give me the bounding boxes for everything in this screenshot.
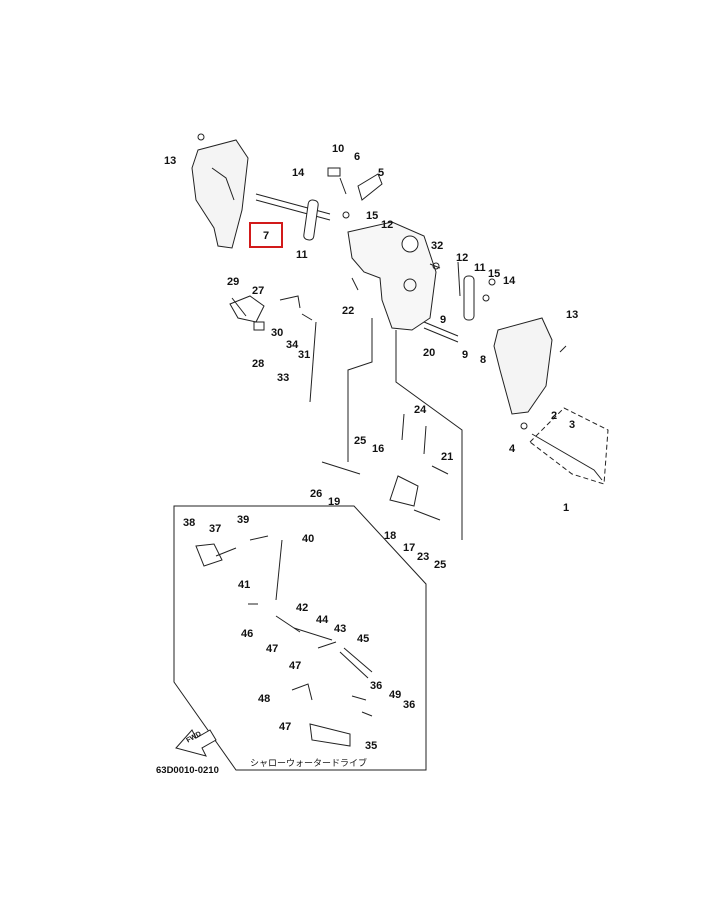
callout-label: 27 [252,285,265,297]
lower-panel-frame [173,505,427,771]
callout-label: 48 [258,693,271,705]
callout-label: 15 [488,268,501,280]
callout-label: 24 [414,404,427,416]
japanese-caption: シャローウォータードライブ [250,759,368,769]
callout-label: 25 [354,435,367,447]
callout-label: 6 [354,151,361,163]
callout-label: 42 [296,602,309,614]
callout-label: 26 [310,488,323,500]
callout-label: 16 [372,443,385,455]
diagram-code: 63D0010-0210 [156,765,219,776]
callout-label: 47 [289,660,302,672]
callout-label: 11 [296,249,308,261]
callout-label: 17 [403,542,416,554]
callout-label: 21 [441,451,454,463]
callout-label: 49 [389,689,402,701]
callout-label: 47 [266,643,279,655]
callout-label: 12 [381,219,394,231]
callout-label: 43 [334,623,347,635]
callout-label: 22 [342,305,355,317]
callout-label: 32 [431,240,444,252]
callout-label: 14 [503,275,516,287]
callout-label: 36 [370,680,383,692]
callout-label: 38 [183,517,196,529]
callout-label: 37 [209,523,222,535]
callout-label: 20 [423,347,436,359]
callout-label: 33 [277,372,290,384]
callout-label: 44 [316,614,329,626]
callout-label: 47 [279,721,292,733]
shaft-7 [255,193,331,221]
left-bracket-shape [191,139,249,249]
callout-label: 13 [566,309,579,321]
callout-label: 1 [563,502,570,514]
callout-label: 31 [298,349,311,361]
callout-label: 5 [378,167,385,179]
callout-label: 18 [384,530,397,542]
callout-label: 14 [292,167,305,179]
callout-label: 23 [417,551,430,563]
callout-label: 19 [328,496,341,508]
callout-label: 25 [434,559,447,571]
callout-label: 30 [271,327,284,339]
callout-label: 11 [474,262,486,274]
right-bracket-shape [493,317,553,415]
callout-label: 46 [241,628,254,640]
callout-label: 40 [302,533,315,545]
callout-label: 41 [238,579,251,591]
callout-label: 3 [569,419,576,431]
callout-label: 15 [366,210,379,222]
callout-label: 12 [456,252,469,264]
highlight-box [249,222,283,248]
fwd-arrow [175,729,217,757]
callout-label: 36 [403,699,416,711]
callout-label: 9 [462,349,469,361]
callout-label: 34 [286,339,299,351]
callout-label: 13 [164,155,177,167]
callout-label: 35 [365,740,378,752]
callout-label: 7 [263,230,270,242]
callout-label: 28 [252,358,265,370]
callout-label: 9 [440,314,447,326]
clamp-body [347,221,437,331]
callout-label: 39 [237,514,250,526]
callout-label: 45 [357,633,370,645]
callout-label: 4 [509,443,516,455]
callout-label: 29 [227,276,240,288]
callout-label: 10 [332,143,345,155]
callout-label: 8 [480,354,487,366]
callout-label: 2 [551,410,558,422]
